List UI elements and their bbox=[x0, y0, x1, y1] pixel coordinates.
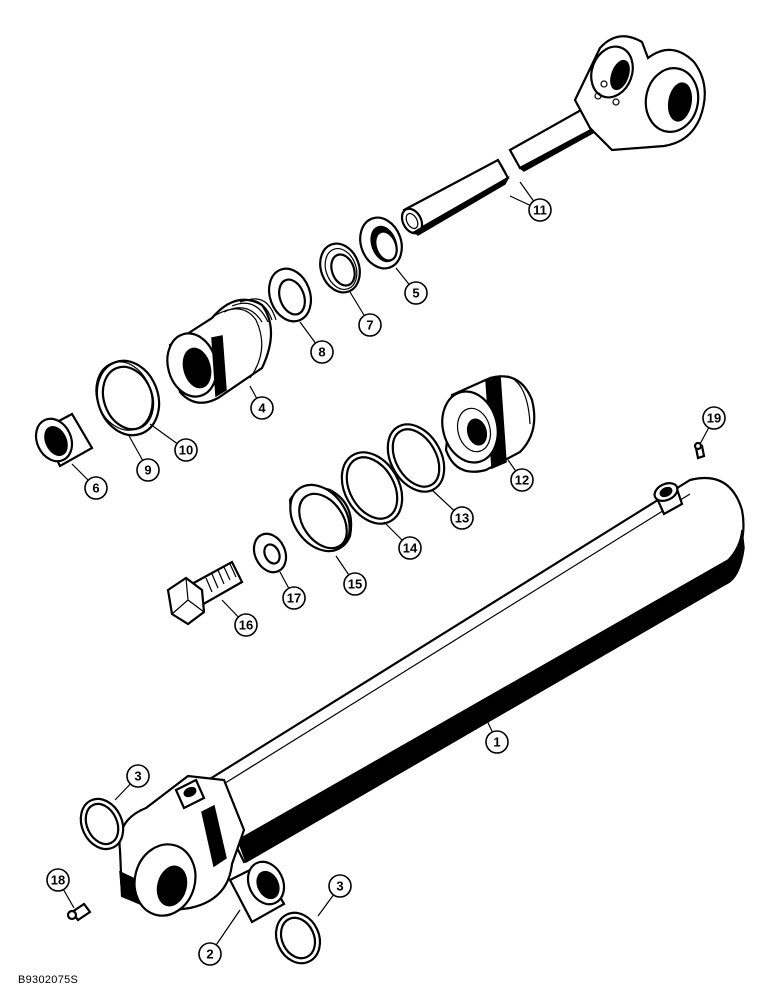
callout-2: 2 bbox=[198, 942, 222, 966]
callout-9: 9 bbox=[136, 458, 160, 482]
callout-14-label: 14 bbox=[403, 541, 418, 556]
callout-13: 13 bbox=[450, 506, 474, 530]
callout-6-label: 6 bbox=[92, 481, 99, 496]
rod-bushing bbox=[34, 412, 94, 468]
callout-10: 10 bbox=[174, 438, 198, 462]
callout-17: 17 bbox=[282, 586, 306, 610]
grease-fitting-rod bbox=[693, 441, 706, 460]
piston-wear-ring bbox=[386, 423, 446, 493]
gland-o-ring-and-backup bbox=[95, 359, 161, 437]
callout-1-label: 1 bbox=[493, 735, 500, 750]
callout-11-label: 11 bbox=[533, 203, 547, 218]
callout-15-label: 15 bbox=[348, 577, 362, 592]
callout-18: 18 bbox=[46, 868, 70, 892]
callout-16-label: 16 bbox=[239, 618, 253, 633]
callout-7-label: 7 bbox=[366, 318, 373, 333]
callout-5-label: 5 bbox=[412, 286, 419, 301]
grease-fitting-base bbox=[66, 902, 92, 922]
base-end-o-ring-upper bbox=[79, 797, 125, 851]
base-end-o-ring-lower bbox=[274, 911, 322, 965]
callout-19: 19 bbox=[702, 406, 726, 430]
drawing-code: B9302075S bbox=[18, 974, 79, 986]
rod-seal bbox=[319, 242, 361, 294]
piston bbox=[441, 375, 536, 473]
callout-12: 12 bbox=[510, 468, 534, 492]
callout-16: 16 bbox=[234, 613, 258, 637]
callout-18-label: 18 bbox=[51, 873, 65, 888]
callout-10-label: 10 bbox=[179, 443, 193, 458]
washer bbox=[252, 532, 288, 574]
callout-12-label: 12 bbox=[515, 473, 529, 488]
piston-rod bbox=[400, 35, 706, 236]
piston-bolt bbox=[166, 560, 244, 626]
backup-ring-rod bbox=[267, 267, 313, 323]
cylinder-gland bbox=[166, 298, 277, 404]
callout-1: 1 bbox=[485, 730, 509, 754]
callout-3-lower-label: 3 bbox=[336, 879, 343, 894]
callout-3-upper: 3 bbox=[126, 764, 150, 788]
piston-seal bbox=[340, 451, 404, 525]
callout-9-label: 9 bbox=[144, 463, 151, 478]
callout-6: 6 bbox=[84, 476, 108, 500]
callout-3-lower: 3 bbox=[328, 874, 352, 898]
callout-14: 14 bbox=[398, 536, 422, 560]
callout-3-upper-label: 3 bbox=[134, 769, 141, 784]
piston-backup-ring bbox=[288, 483, 353, 553]
callout-5: 5 bbox=[404, 281, 428, 305]
callout-19-label: 19 bbox=[707, 411, 721, 426]
callout-8-label: 8 bbox=[318, 345, 325, 360]
callout-13-label: 13 bbox=[455, 511, 469, 526]
callout-8: 8 bbox=[310, 340, 334, 364]
callout-2-label: 2 bbox=[206, 947, 213, 962]
callout-17-label: 17 bbox=[287, 591, 301, 606]
callout-4: 4 bbox=[250, 396, 274, 420]
callout-15: 15 bbox=[343, 572, 367, 596]
callout-7: 7 bbox=[358, 313, 382, 337]
callout-4-label: 4 bbox=[258, 401, 266, 416]
cylinder-barrel bbox=[118, 476, 745, 917]
base-end-bushing bbox=[228, 860, 286, 924]
rod-wiper-seal bbox=[359, 216, 403, 270]
callout-11: 11 bbox=[528, 198, 552, 222]
